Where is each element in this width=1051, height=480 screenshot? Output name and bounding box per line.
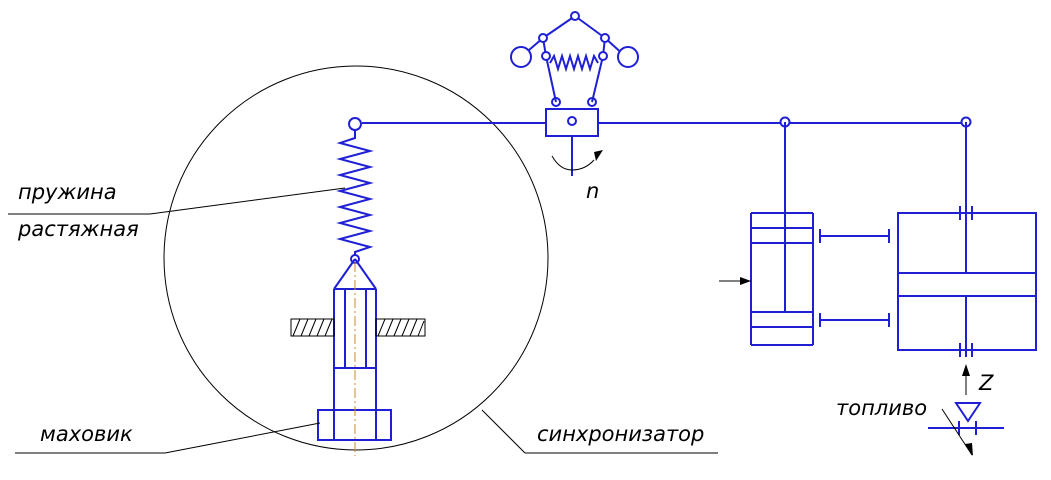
main-lever bbox=[348, 116, 972, 131]
fuel-valve bbox=[928, 402, 1004, 456]
power-cylinder bbox=[897, 122, 1037, 395]
leader-lines bbox=[8, 187, 718, 454]
label-fuel: топливо bbox=[836, 396, 927, 420]
flyweight-right bbox=[617, 46, 639, 68]
servo-valve bbox=[719, 122, 890, 346]
governor-spring bbox=[549, 52, 599, 73]
hatched-plate bbox=[290, 318, 426, 337]
label-rotation-n: n bbox=[586, 179, 599, 203]
label-flywheel: маховик bbox=[40, 422, 133, 446]
synchronizer-circle bbox=[163, 65, 549, 451]
centrifugal-governor bbox=[510, 11, 639, 176]
flyweight-left bbox=[510, 46, 532, 68]
label-spring-line2: растяжная bbox=[17, 217, 139, 241]
label-spring-line1: пружина bbox=[18, 180, 117, 204]
label-synchronizer: синхронизатор bbox=[537, 422, 704, 446]
extension-spring bbox=[336, 130, 374, 258]
label-z: Z bbox=[978, 371, 994, 395]
